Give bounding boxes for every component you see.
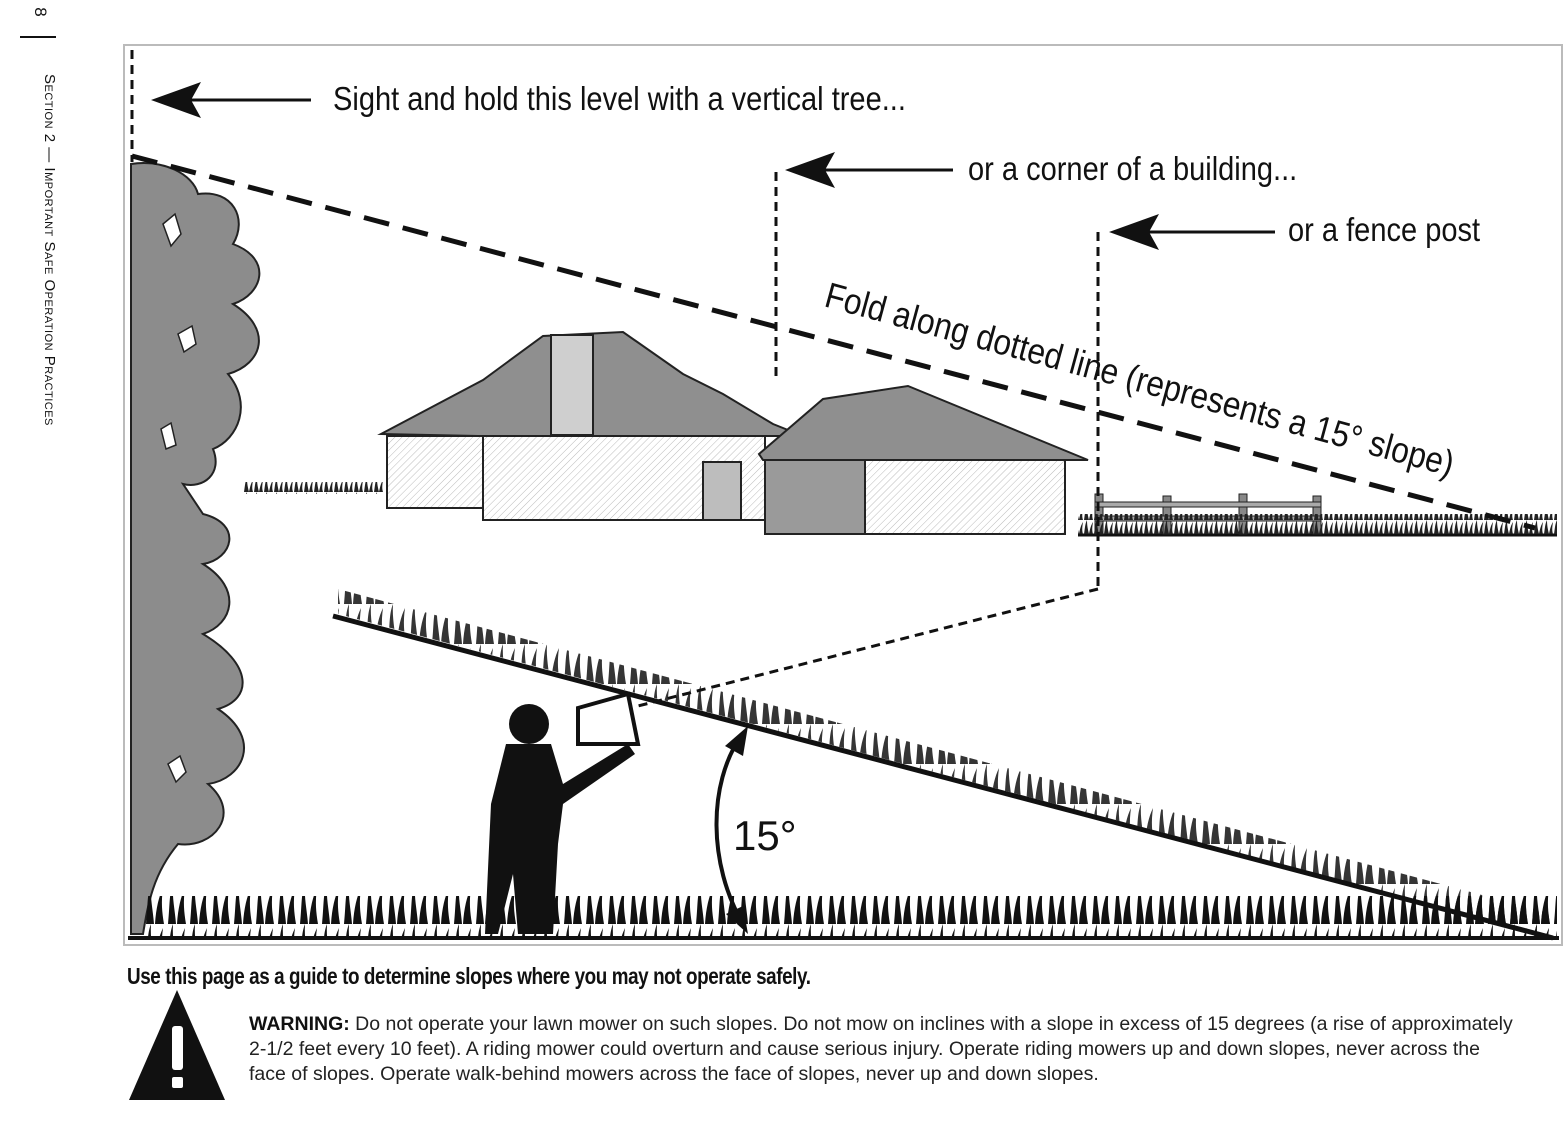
warning-triangle-icon bbox=[127, 986, 227, 1104]
tree-silhouette bbox=[130, 162, 261, 935]
page-number: 8 bbox=[31, 7, 50, 17]
angle-arrow-bottom bbox=[726, 906, 748, 934]
folded-guide-paper bbox=[576, 691, 641, 746]
person-silhouette bbox=[485, 704, 635, 934]
arrow-left-icon bbox=[151, 82, 311, 118]
distant-grass-left bbox=[243, 482, 383, 494]
building-label: or a corner of a building... bbox=[968, 150, 1297, 187]
warning-text: Do not operate your lawn mower on such s… bbox=[249, 1013, 1513, 1085]
house bbox=[377, 330, 1089, 535]
warning-paragraph: WARNING: Do not operate your lawn mower … bbox=[249, 1012, 1519, 1087]
arrow-left-icon bbox=[1109, 214, 1275, 250]
slope-guide-figure: 15° Sight and hold this level with a ver… bbox=[123, 44, 1563, 946]
ground-grass bbox=[143, 896, 1557, 938]
angle-arrow-top bbox=[725, 726, 748, 756]
arrow-left-icon bbox=[785, 152, 953, 188]
section-label: Section 2 — Important Safe Operation Pra… bbox=[41, 74, 58, 426]
sidebar-divider bbox=[20, 36, 56, 38]
sight-dashed-line bbox=[637, 587, 1099, 708]
angle-arc bbox=[714, 734, 745, 926]
page-sidebar: 8 Section 2 — Important Safe Operation P… bbox=[0, 0, 80, 1129]
guide-headline: Use this page as a guide to determine sl… bbox=[127, 963, 811, 989]
angle-label: 15° bbox=[733, 812, 797, 859]
tree-label: Sight and hold this level with a vertica… bbox=[333, 80, 906, 117]
slope-hill bbox=[332, 589, 1554, 941]
fold-dashed-line bbox=[131, 153, 1536, 531]
fence-label: or a fence post bbox=[1288, 211, 1480, 248]
tree-hollow bbox=[160, 212, 197, 784]
fence bbox=[1078, 493, 1557, 537]
warning-title: WARNING: bbox=[249, 1013, 350, 1035]
